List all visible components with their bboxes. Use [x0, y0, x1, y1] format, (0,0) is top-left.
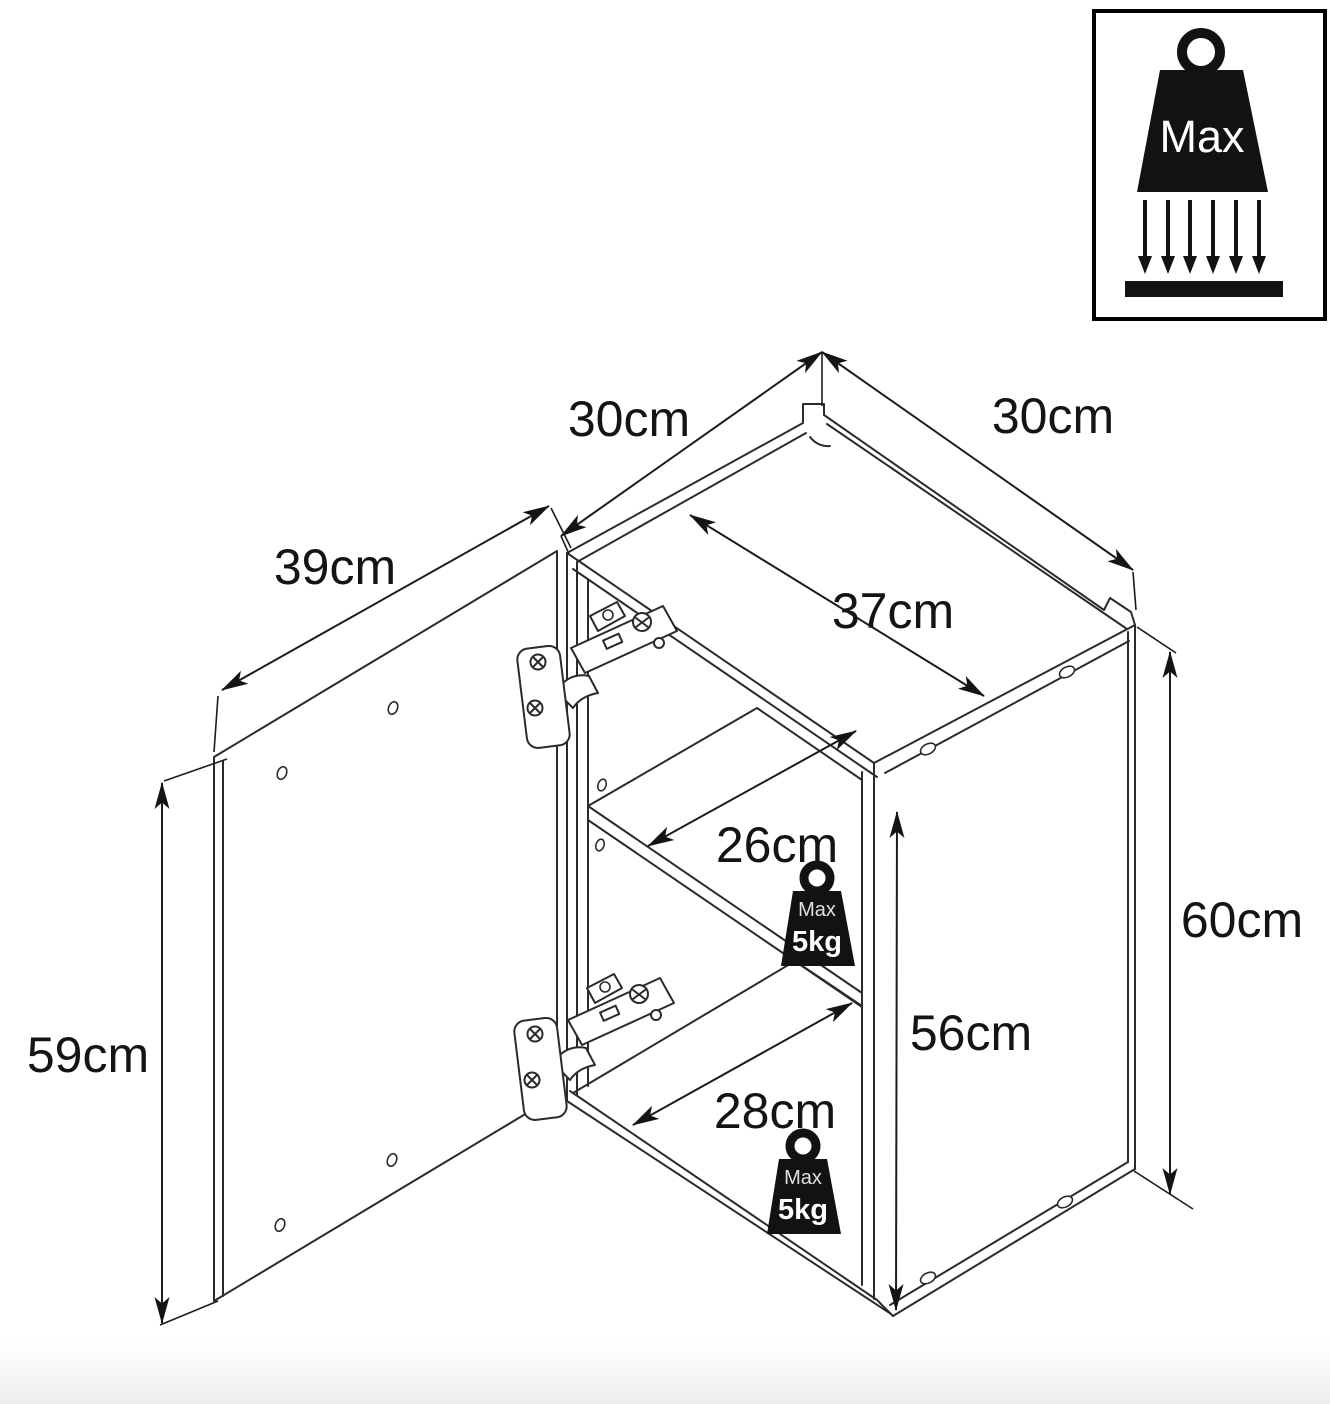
load-arrows-icon [1138, 200, 1266, 274]
dimension-bottom-shelf-depth: 28cm [632, 1002, 853, 1139]
cabinet-line-art [566, 403, 1136, 1317]
bottom-shelf-load-badge: Max 5kg [767, 1133, 841, 1234]
dimension-label: 59cm [27, 1027, 149, 1083]
middle-shelf-load-badge: Max 5kg [781, 865, 855, 966]
max-load-label: Max [1159, 111, 1245, 162]
max-load-icon-box: Max [1092, 9, 1327, 321]
dimension-inner-height: 56cm [888, 811, 1032, 1311]
cabinet-open-door [213, 550, 558, 1302]
dimension-label: 30cm [992, 388, 1114, 444]
dimension-label: 28cm [714, 1083, 836, 1139]
badge-max-label: Max [784, 1167, 822, 1189]
dimension-middle-shelf-depth: 26cm [647, 730, 857, 873]
dimension-top-left-depth: 30cm [560, 351, 823, 555]
dimension-label: 39cm [274, 539, 396, 595]
dimension-label: 56cm [910, 1005, 1032, 1061]
dimension-inner-width: 37cm [689, 514, 985, 697]
background-floor-band [0, 1340, 1330, 1404]
dimension-door-height: 59cm [27, 758, 228, 1326]
door-panel [213, 550, 558, 1302]
badge-load-value: 5kg [778, 1194, 828, 1226]
badge-max-label: Max [798, 899, 836, 921]
dimension-side-height: 60cm [1133, 626, 1303, 1210]
dimension-door-width: 39cm [213, 505, 572, 753]
badge-load-value: 5kg [792, 926, 842, 958]
max-weight-icon: Max [1137, 28, 1268, 192]
dimension-top-right-width: 30cm [821, 351, 1137, 611]
load-surface-bar [1125, 281, 1283, 297]
dimension-label: 60cm [1181, 892, 1303, 948]
dimension-label: 37cm [832, 583, 954, 639]
dimension-label: 30cm [568, 391, 690, 447]
